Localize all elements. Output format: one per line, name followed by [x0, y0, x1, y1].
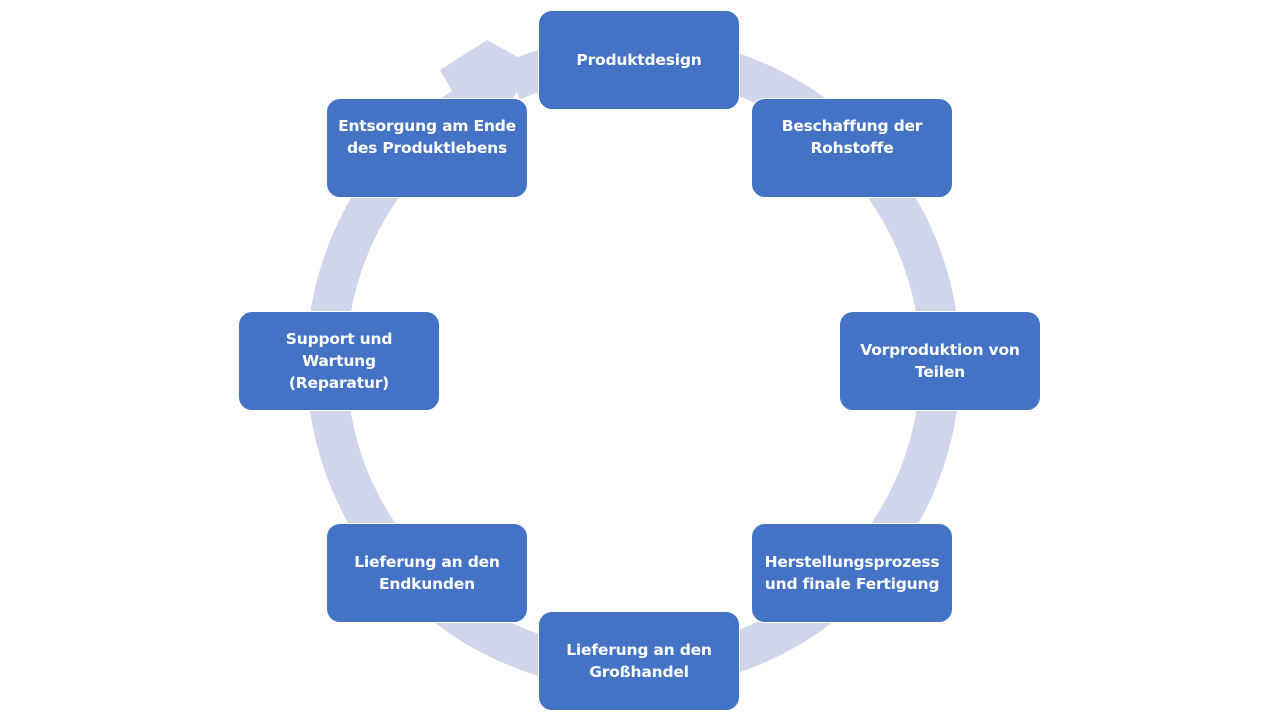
node-label: Vorproduktion von Teilen — [860, 341, 1020, 381]
node-label: Produktdesign — [576, 51, 702, 69]
node-produktdesign[interactable]: Produktdesign — [538, 10, 740, 110]
node-label: Herstellungsprozess und finale Fertigung — [764, 553, 940, 593]
node-label: Beschaffung der Rohstoffe — [781, 117, 923, 157]
node-entsorgung[interactable]: Entsorgung am Ende des Produktlebens — [326, 98, 528, 198]
node-label: Lieferung an den Endkunden — [354, 553, 500, 593]
node-label: Support und Wartung (Reparatur) — [285, 330, 393, 392]
node-beschaffung-rohstoffe[interactable]: Beschaffung der Rohstoffe — [751, 98, 953, 198]
node-support-wartung[interactable]: Support und Wartung (Reparatur) — [238, 311, 440, 411]
node-label: Entsorgung am Ende des Produktlebens — [338, 117, 516, 157]
node-label: Lieferung an den Großhandel — [566, 641, 712, 681]
node-herstellungsprozess[interactable]: Herstellungsprozess und finale Fertigung — [751, 523, 953, 623]
node-lieferung-endkunden[interactable]: Lieferung an den Endkunden — [326, 523, 528, 623]
node-vorproduktion-teile[interactable]: Vorproduktion von Teilen — [839, 311, 1041, 411]
node-lieferung-grosshandel[interactable]: Lieferung an den Großhandel — [538, 611, 740, 711]
